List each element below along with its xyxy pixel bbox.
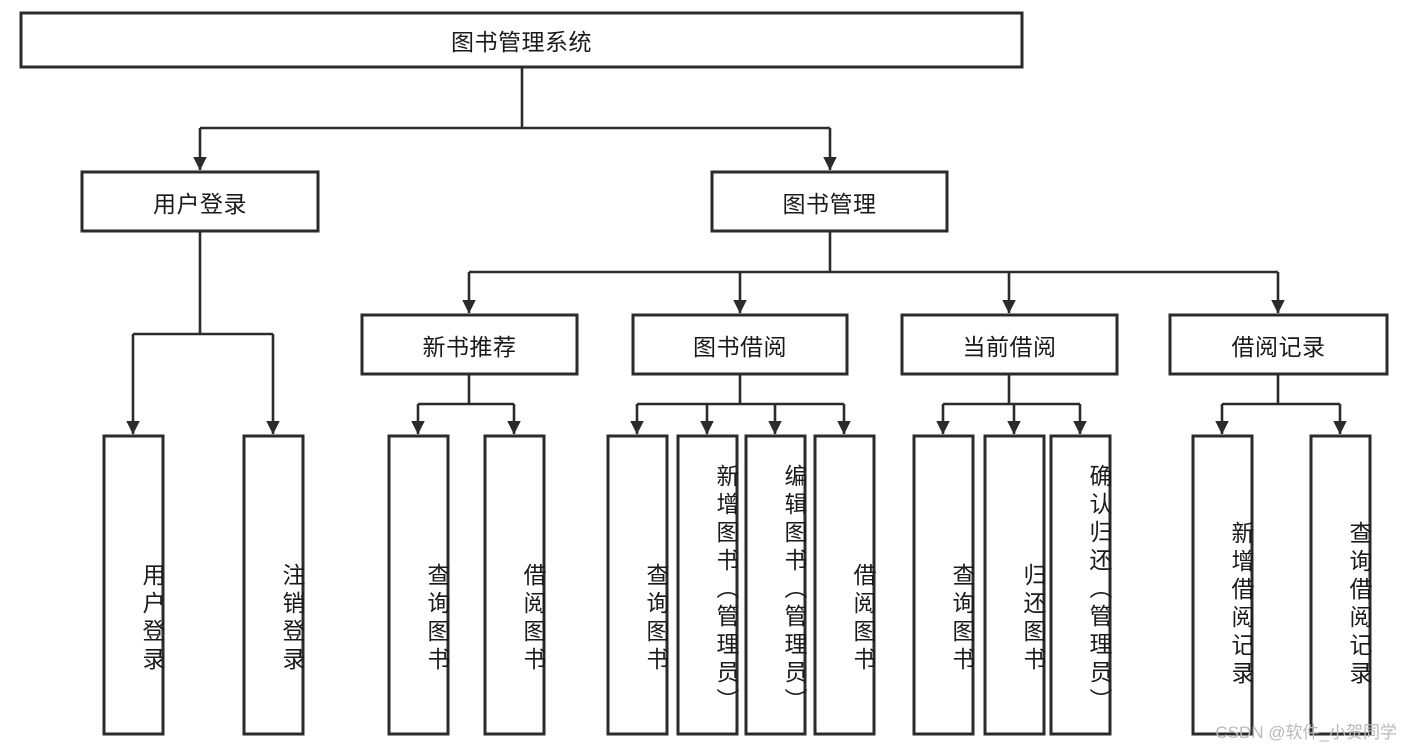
leaf-query-book-current-box[interactable] <box>912 434 975 736</box>
leaf-user-login-box[interactable] <box>102 434 165 736</box>
leaf-edit-book-admin-box[interactable] <box>744 434 807 736</box>
node-root-system-box[interactable] <box>19 11 1024 69</box>
node-current-borrow-box[interactable] <box>900 313 1119 376</box>
leaf-add-book-admin-box[interactable] <box>676 434 739 736</box>
node-book-management-box[interactable] <box>710 170 949 233</box>
leaf-query-book-recommend-box[interactable] <box>387 434 450 736</box>
node-new-book-recommend-box[interactable] <box>360 313 579 376</box>
node-borrow-record-box[interactable] <box>1168 313 1389 376</box>
node-book-borrow-box[interactable] <box>631 313 849 376</box>
leaf-confirm-return-admin-box[interactable] <box>1049 434 1112 736</box>
leaf-logout-box[interactable] <box>242 434 305 736</box>
leaf-query-book-borrow-box[interactable] <box>606 434 669 736</box>
node-user-login-box[interactable] <box>80 170 320 233</box>
leaf-borrow-book-box[interactable] <box>813 434 876 736</box>
leaf-return-book-box[interactable] <box>983 434 1046 736</box>
leaf-query-borrow-record-box[interactable] <box>1309 434 1372 736</box>
leaf-add-borrow-record-box[interactable] <box>1191 434 1254 736</box>
leaf-borrow-book-recommend-box[interactable] <box>483 434 546 736</box>
